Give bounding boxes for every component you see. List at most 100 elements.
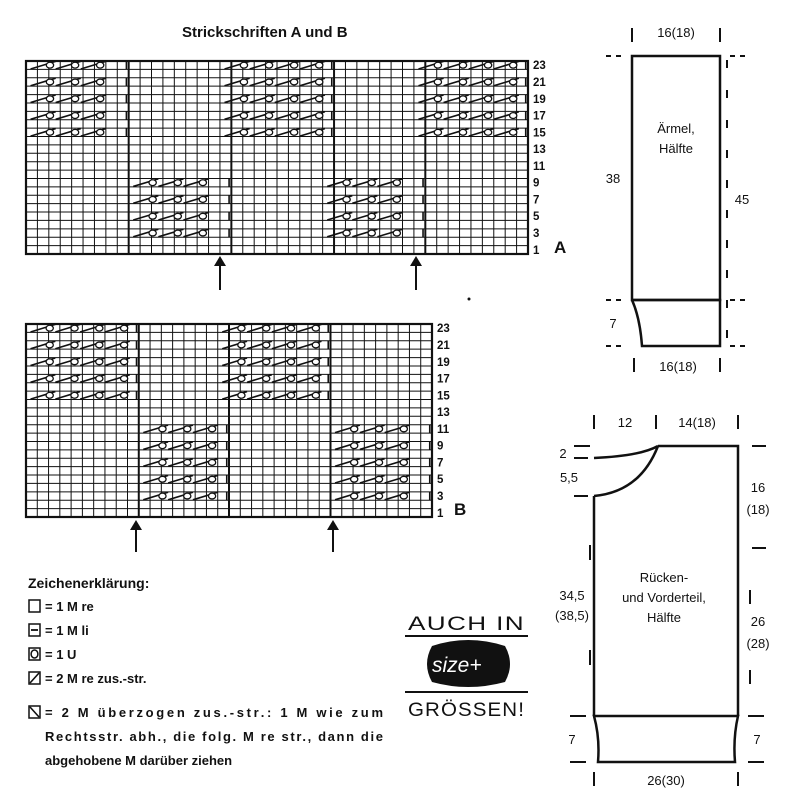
chart_b-yarn-over-stitch: [349, 475, 359, 483]
chart_a-row-number: 21: [533, 77, 546, 89]
body-right-height-1: 26: [751, 614, 765, 629]
chart_b-yarn-over-stitch: [374, 425, 384, 433]
sleeve-right-height: 45: [735, 192, 749, 207]
legend-item-yarn-over: = 1 U: [45, 647, 76, 662]
chart_a-yarn-over-stitch: [314, 61, 324, 69]
chart_a-yarn-over-stitch: [70, 61, 80, 69]
chart_b-stitch-row: [30, 390, 138, 400]
chart_b-yarn-over-stitch: [158, 442, 167, 450]
chart_b-yarn-over-stitch: [399, 475, 409, 483]
chart-a-grid: [24, 59, 530, 256]
chart_a-yarn-over-stitch: [367, 179, 376, 187]
chart_a-yarn-over-stitch: [45, 61, 55, 69]
chart_a-yarn-over-stitch: [367, 212, 376, 220]
chart_b-yarn-over-stitch: [399, 425, 409, 433]
chart_a-stitch-row: [326, 228, 424, 238]
chart_b-row-number: 5: [437, 474, 444, 486]
chart_a-yarn-over-stitch: [508, 78, 518, 86]
chart_a-yarn-over-stitch: [433, 111, 443, 120]
body-back-neckline: [593, 444, 659, 460]
chart_b-row-number: 7: [437, 457, 443, 469]
legend-item-k2tog: = 2 M re zus.-str.: [45, 671, 147, 686]
chart_a-yarn-over-stitch: [483, 95, 493, 103]
chart_a-yarn-over-stitch: [392, 179, 402, 187]
chart_a-yarn-over-stitch: [264, 128, 274, 136]
chart_b-stitch-row: [143, 491, 228, 501]
body-label-3: Hälfte: [647, 610, 681, 625]
chart_a-row-number: 7: [533, 194, 539, 206]
chart_b-row-number: 9: [437, 441, 443, 453]
body-ribbing: [592, 714, 740, 764]
chart_b-row-number: 21: [437, 340, 450, 352]
chart_a-stitch-row: [326, 178, 424, 188]
chart_a-yarn-over-stitch: [314, 78, 324, 86]
body-shoulder-width: 14(18): [678, 415, 716, 430]
chart_b-row-number: 15: [437, 390, 450, 402]
body-right-height-2: (28): [746, 636, 769, 651]
chart_b-yarn-over-stitch: [261, 374, 271, 383]
logo-line-2: GRÖSSEN!: [408, 700, 525, 721]
chart_a-yarn-over-stitch: [148, 212, 157, 220]
chart_a-stitch-row: [326, 194, 424, 204]
chart_b-stitch-row: [30, 374, 138, 384]
body-neck-front-depth: 5,5: [560, 470, 578, 485]
chart_a-yarn-over-stitch: [95, 95, 105, 103]
chart_a-yarn-over-stitch: [95, 78, 105, 86]
chart_a-yarn-over-stitch: [314, 95, 324, 103]
chart_a-yarn-over-stitch: [148, 179, 157, 187]
chart_a-yarn-over-stitch: [508, 111, 518, 120]
chart_a-yarn-over-stitch: [367, 195, 376, 204]
chart_a-stitch-row: [224, 77, 333, 87]
body-side-height-2: (38,5): [555, 608, 589, 623]
chart_b-yarn-over-stitch: [349, 458, 359, 467]
size-plus-logo: AUCH IN size+ GRÖSSEN!: [405, 614, 528, 721]
chart_b-stitch-row: [334, 491, 431, 501]
chart_b-yarn-over-stitch: [158, 458, 167, 467]
chart_b-yarn-over-stitch: [374, 442, 384, 450]
chart_b-yarn-over-stitch: [158, 475, 167, 483]
chart_b-yarn-over-stitch: [95, 341, 104, 349]
chart_a-yarn-over-stitch: [95, 111, 105, 120]
chart_a-stitch-row: [224, 60, 333, 70]
chart_a-yarn-over-stitch: [70, 95, 80, 103]
chart_b-yarn-over-stitch: [311, 374, 321, 383]
chart_b-yarn-over-stitch: [286, 374, 296, 383]
chart_b-yarn-over-stitch: [119, 341, 129, 349]
chart_b-yarn-over-stitch: [207, 492, 217, 500]
chart_a-yarn-over-stitch: [173, 212, 183, 220]
chart_b-yarn-over-stitch: [261, 391, 271, 399]
chart_a-yarn-over-stitch: [198, 179, 208, 187]
legend-item-ssk-cont1: Rechtsstr. abh., die folg. M re str., da…: [45, 729, 383, 744]
chart_b-yarn-over-stitch: [95, 324, 104, 332]
chart_b-row-number: 17: [437, 374, 450, 386]
sleeve-schematic: 16(18) Ärmel, Hälfte 38 45 7 16(18): [606, 25, 749, 374]
chart_a-stitch-row: [418, 94, 527, 104]
legend-item-purl: = 1 M li: [45, 623, 89, 638]
chart_a-yarn-over-stitch: [70, 111, 80, 120]
chart_b-yarn-over-stitch: [158, 492, 167, 500]
chart-a-label: A: [554, 238, 566, 257]
chart_a-stitch-row: [224, 94, 333, 104]
chart_a-yarn-over-stitch: [483, 128, 493, 136]
chart_a-row-number: 1: [533, 245, 540, 257]
chart_a-yarn-over-stitch: [392, 212, 402, 220]
chart_a-yarn-over-stitch: [433, 61, 443, 69]
chart_a-yarn-over-stitch: [264, 111, 274, 120]
chart_a-yarn-over-stitch: [70, 78, 80, 86]
chart_a-stitch-row: [133, 228, 230, 238]
chart_a-yarn-over-stitch: [70, 128, 80, 136]
sleeve-top-width: 16(18): [657, 25, 695, 40]
chart_b-yarn-over-stitch: [158, 425, 167, 433]
body-armhole-depth-1: 16: [751, 480, 765, 495]
chart_b-yarn-over-stitch: [399, 492, 409, 500]
body-neck-width: 12: [618, 415, 632, 430]
chart_b-yarn-over-stitch: [311, 391, 321, 399]
chart_b-yarn-over-stitch: [399, 458, 409, 467]
chart_b-yarn-over-stitch: [237, 324, 246, 332]
chart_b-yarn-over-stitch: [261, 358, 271, 366]
chart_a-row-number: 11: [533, 161, 546, 173]
chart_a-yarn-over-stitch: [198, 229, 208, 237]
chart_b-yarn-over-stitch: [183, 492, 192, 500]
chart_a-stitch-row: [418, 60, 527, 70]
